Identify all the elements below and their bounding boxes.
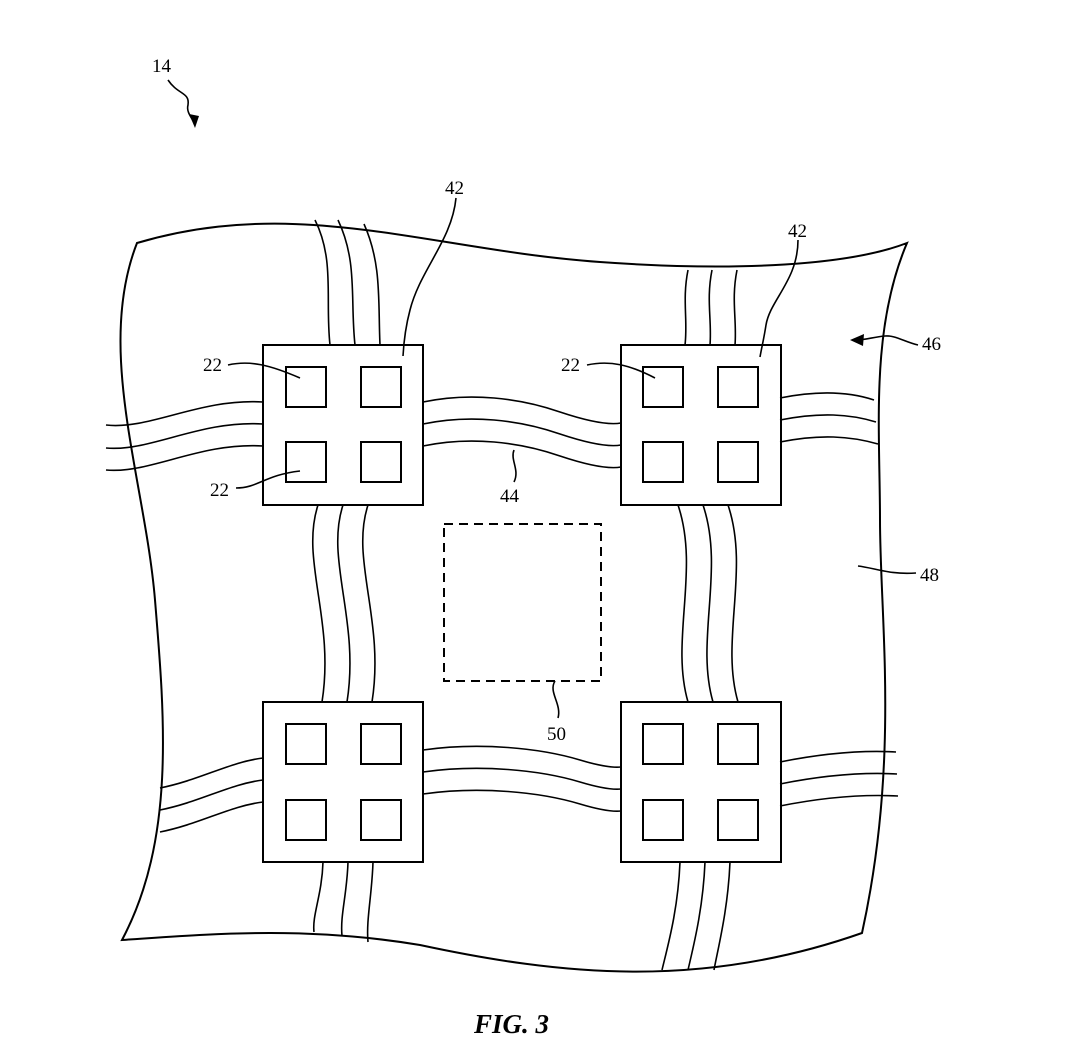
interconnect-horizontal-bottom-right <box>779 750 899 807</box>
element-bottom-left-3 <box>285 799 327 841</box>
label-substrate: 46 <box>922 334 941 355</box>
element-bottom-left-2 <box>360 723 402 765</box>
interconnect-horizontal-bottom-left <box>159 757 264 833</box>
island-top-left <box>262 344 424 506</box>
label-element-b: 22 <box>210 480 229 501</box>
element-top-right-4 <box>717 441 759 483</box>
figure-caption: FIG. 3 <box>473 1009 549 1039</box>
element-top-right-2 <box>717 366 759 408</box>
element-bottom-right-2 <box>717 723 759 765</box>
island-bottom-left <box>262 701 424 863</box>
element-top-left-3 <box>285 441 327 483</box>
dashed-region <box>443 523 602 682</box>
interconnect-vertical-top-left <box>314 219 381 346</box>
element-top-right-3 <box>642 441 684 483</box>
label-element-a: 22 <box>203 355 222 376</box>
element-top-right-1 <box>642 366 684 408</box>
leader-lines <box>167 79 919 719</box>
label-gap: 50 <box>547 724 566 745</box>
island-bottom-right <box>620 701 782 863</box>
interconnect-horizontal-bottom-middle <box>422 745 622 813</box>
label-device: 14 <box>152 56 172 77</box>
interconnect-horizontal-top-middle <box>422 396 622 469</box>
interconnect-vertical-top-right <box>684 269 738 346</box>
interconnect-vertical-bottom-right <box>661 861 731 971</box>
interconnect-horizontal-top-right <box>779 392 879 445</box>
label-island-a: 42 <box>445 178 464 199</box>
element-bottom-right-1 <box>642 723 684 765</box>
interconnect-horizontal-top-left <box>105 400 264 472</box>
element-top-left-2 <box>360 366 402 408</box>
label-island-b: 42 <box>788 221 807 242</box>
element-bottom-left-1 <box>285 723 327 765</box>
interconnect-vertical-bottom-left <box>312 861 374 943</box>
element-bottom-right-3 <box>642 799 684 841</box>
label-element-c: 22 <box>561 355 580 376</box>
label-interconnect: 44 <box>500 486 520 507</box>
substrate-outline <box>119 222 909 973</box>
element-bottom-right-4 <box>717 799 759 841</box>
element-top-left-1 <box>285 366 327 408</box>
element-bottom-left-4 <box>360 799 402 841</box>
interconnect-vertical-left <box>311 504 376 703</box>
element-top-left-4 <box>360 441 402 483</box>
island-top-right <box>620 344 782 506</box>
label-region: 48 <box>920 565 939 586</box>
interconnect-vertical-right <box>677 504 739 703</box>
